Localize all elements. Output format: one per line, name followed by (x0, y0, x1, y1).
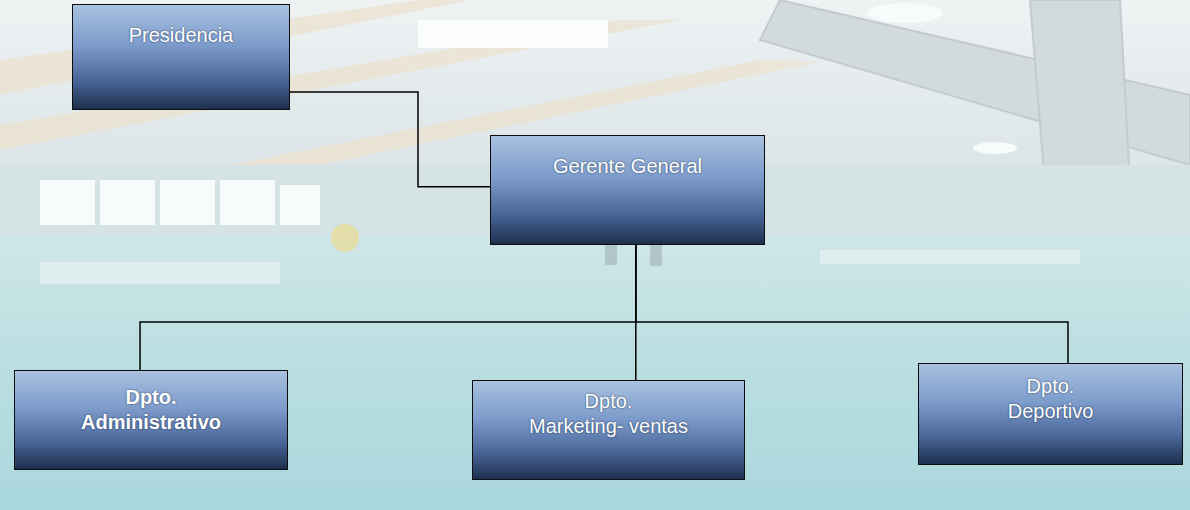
window (160, 180, 215, 225)
lamp (867, 3, 943, 23)
label-line: Administrativo (81, 410, 221, 435)
windows (40, 180, 320, 225)
window (220, 180, 275, 225)
box-label: Gerente General (553, 154, 702, 179)
floor-reflections (40, 250, 1080, 284)
org-box: Dpto. Marketing- ventas (472, 380, 745, 480)
box-label: Presidencia (129, 23, 234, 48)
org-box: Gerente General (490, 135, 765, 245)
window (280, 185, 320, 225)
air-ducts (760, 0, 1190, 185)
window (100, 180, 155, 225)
label-line: Dpto. (1027, 375, 1075, 397)
connector-line (290, 92, 490, 187)
skylight (418, 20, 608, 48)
reflection (820, 250, 1080, 264)
label-line: Dpto. (585, 390, 633, 412)
duct (1030, 0, 1130, 185)
floor (0, 235, 1190, 510)
box-label: Dpto. Deportivo (1008, 374, 1094, 424)
box-label: Dpto. Marketing- ventas (529, 389, 688, 439)
label-line: Deportivo (1008, 399, 1094, 424)
connector-line (636, 245, 1068, 363)
org-box: Dpto. Deportivo (918, 363, 1183, 465)
reflection (40, 262, 280, 284)
box-label: Dpto. Administrativo (81, 385, 221, 435)
window (40, 180, 95, 225)
lamp (973, 142, 1017, 154)
label-line: Dpto. (125, 386, 176, 408)
connector-line (140, 245, 636, 370)
wall-object (331, 224, 359, 252)
org-box: Dpto. Administrativo (14, 370, 288, 470)
label-line: Marketing- ventas (529, 414, 688, 439)
connector-line (635, 245, 637, 380)
org-box: Presidencia (72, 4, 290, 110)
